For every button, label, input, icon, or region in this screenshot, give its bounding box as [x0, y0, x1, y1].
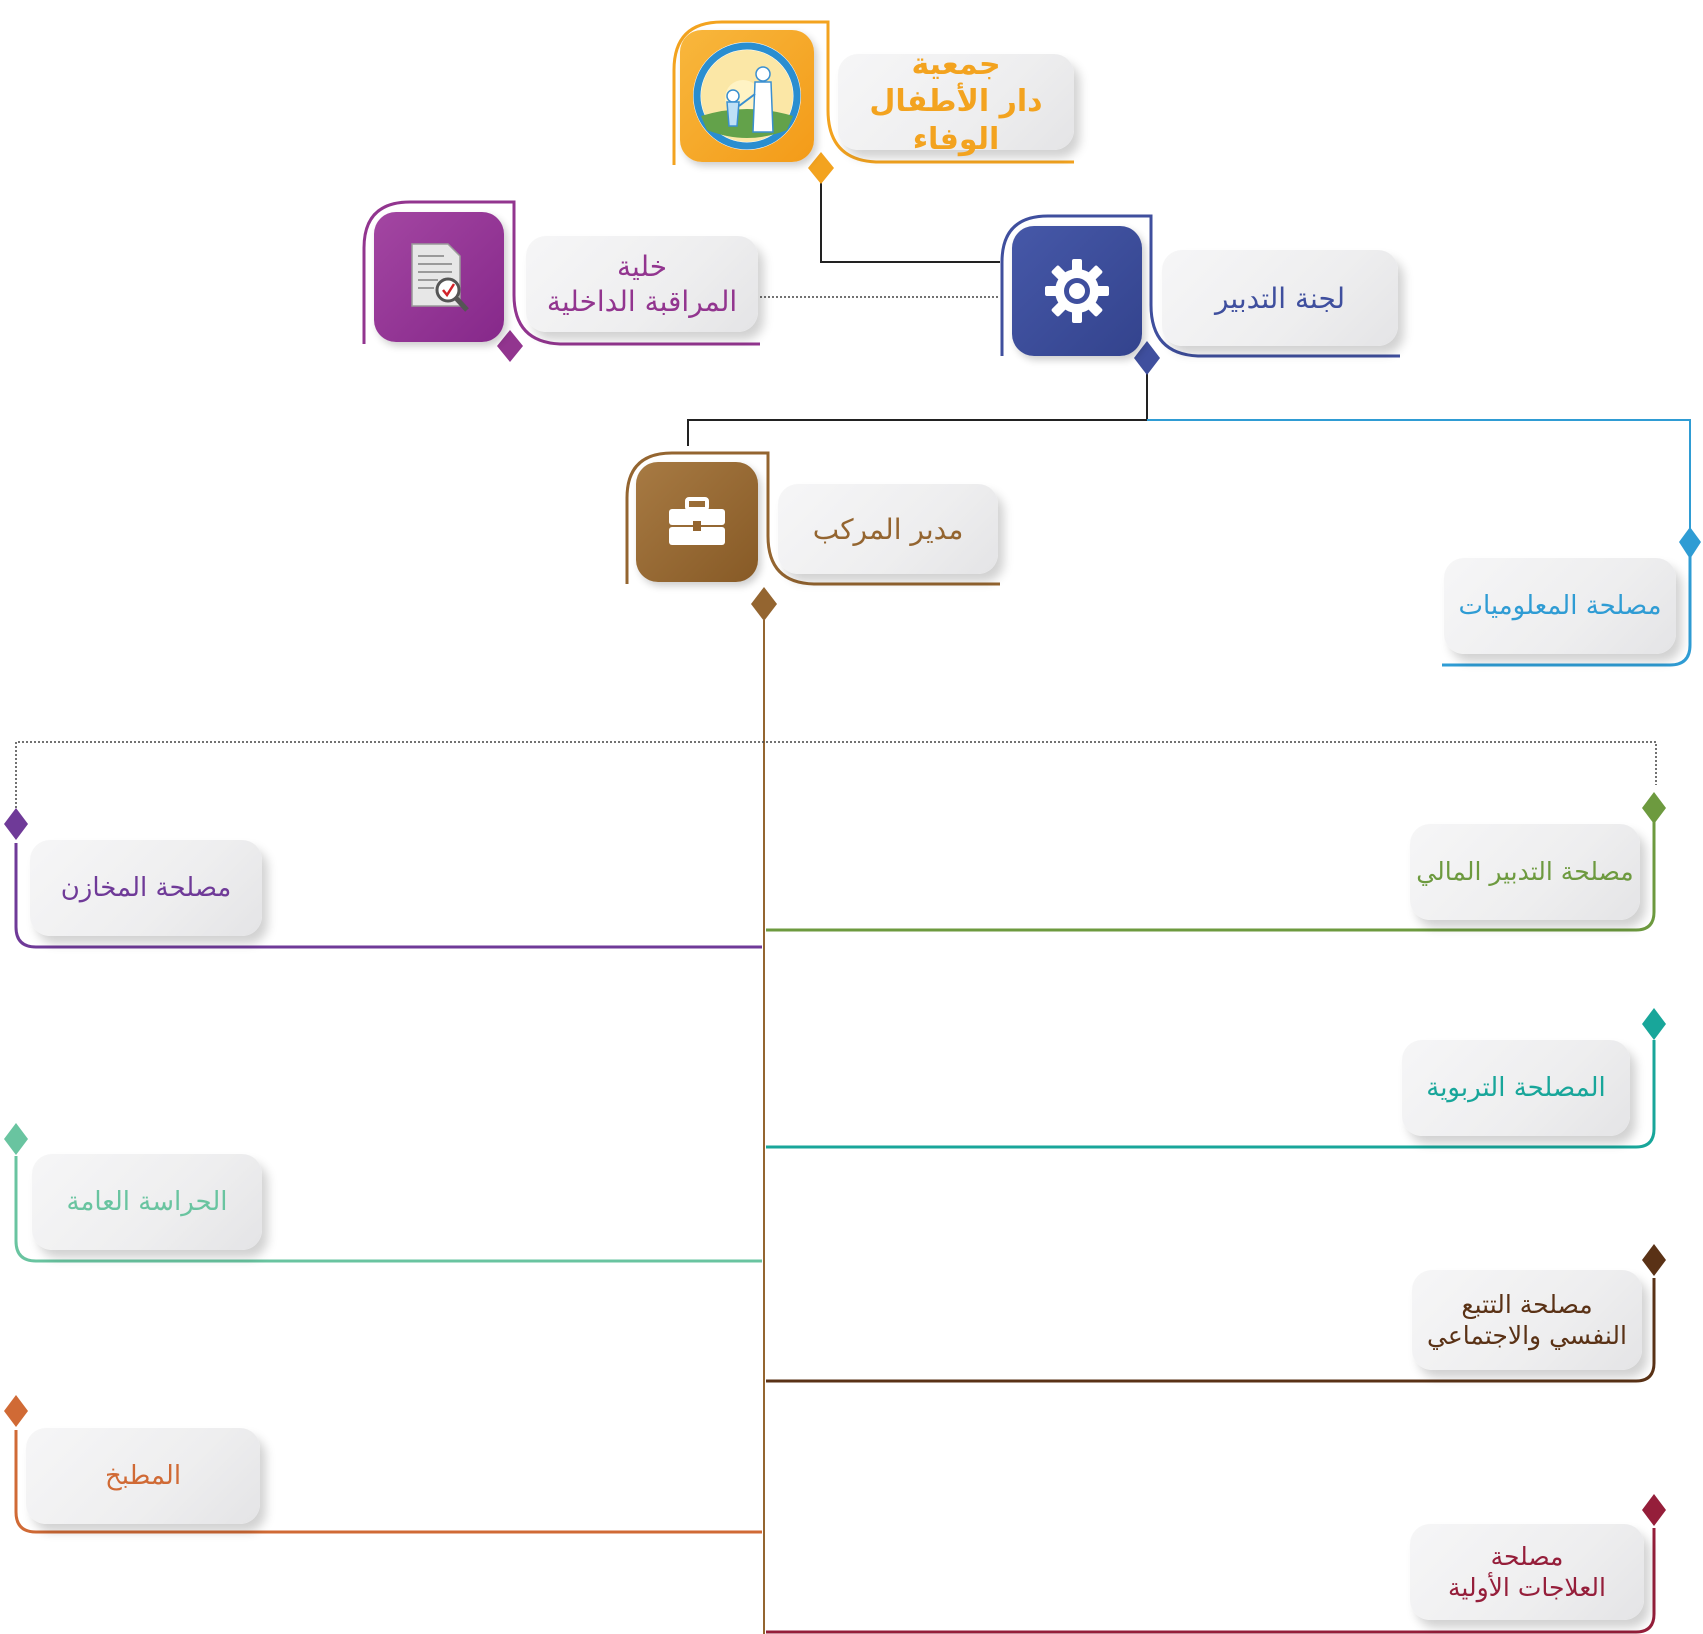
association-frame: [672, 20, 1074, 165]
association-logo-tile: [680, 30, 814, 162]
audit-label: خلية المراقبة الداخلية: [526, 236, 758, 332]
kitchen-line: [14, 1430, 762, 1534]
education-diamond: [1642, 1008, 1666, 1040]
medical-diamond: [1642, 1494, 1666, 1526]
stores-diamond: [4, 808, 28, 840]
education-service-box: المصلحة التربوية: [1402, 1040, 1630, 1136]
board-label: لجنة التدبير: [1162, 250, 1398, 346]
association-title-line1: جمعية: [911, 46, 1001, 82]
info-bracket: [1442, 548, 1692, 667]
kitchen-service-label: المطبخ: [104, 1460, 182, 1491]
logo-icon: [693, 42, 801, 150]
association-title-line2: دار الأطفال الوفاء: [869, 84, 1043, 157]
finance-diamond: [1642, 792, 1666, 824]
association-diamond: [808, 152, 834, 184]
finance-service-box: مصلحة التدبير المالي: [1410, 824, 1640, 920]
info-service-box: مصلحة المعلوميات: [1444, 558, 1676, 654]
director-frame: [625, 451, 1000, 586]
board-info-line: [1147, 419, 1691, 530]
kitchen-service-box: المطبخ: [26, 1428, 260, 1524]
board-frame: [1000, 214, 1400, 358]
services-dotted-line: [15, 741, 1657, 812]
stores-service-label: مصلحة المخازن: [60, 872, 232, 903]
psychosocial-line1: مصلحة التتبع: [1461, 1289, 1593, 1319]
finance-service-label: مصلحة التدبير المالي: [1416, 857, 1634, 887]
education-line: [766, 1040, 1656, 1149]
security-service-label: الحراسة العامة: [66, 1186, 228, 1217]
director-title: مدير المركب: [812, 512, 964, 546]
audit-diamond: [497, 330, 523, 362]
security-diamond: [4, 1123, 28, 1155]
security-line: [14, 1156, 762, 1263]
medical-line1: مصلحة: [1490, 1541, 1564, 1571]
board-icon-tile: [1012, 226, 1142, 356]
medical-line: [766, 1528, 1656, 1634]
kitchen-diamond: [4, 1395, 28, 1427]
stores-line: [14, 843, 762, 949]
security-service-box: الحراسة العامة: [32, 1154, 262, 1250]
education-service-label: المصلحة التربوية: [1426, 1072, 1606, 1103]
finance-line: [766, 822, 1656, 932]
board-diamond: [1134, 341, 1160, 375]
psychosocial-diamond: [1642, 1244, 1666, 1276]
audit-frame: [362, 200, 760, 346]
association-board-line: [820, 168, 1000, 263]
gear-icon: [1045, 259, 1109, 323]
briefcase-icon: [669, 497, 725, 545]
director-diamond: [751, 587, 777, 621]
board-director-line: [687, 365, 1148, 446]
info-diamond: [1679, 527, 1701, 559]
medical-line2: العلاجات الأولية: [1448, 1573, 1606, 1602]
director-icon-tile: [636, 462, 758, 582]
audit-title-line2: المراقبة الداخلية: [546, 285, 738, 318]
psychosocial-line2: النفسي والاجتماعي: [1427, 1321, 1627, 1350]
medical-service-box: مصلحة العلاجات الأولية: [1410, 1524, 1644, 1620]
audit-icon-tile: [374, 212, 504, 342]
audit-title-line1: خلية: [616, 250, 668, 283]
board-title: لجنة التدبير: [1214, 281, 1346, 315]
stores-service-box: مصلحة المخازن: [30, 840, 262, 936]
director-label: مدير المركب: [778, 484, 998, 574]
psychosocial-service-box: مصلحة التتبع النفسي والاجتماعي: [1412, 1270, 1642, 1370]
association-label: جمعية دار الأطفال الوفاء: [838, 47, 1074, 157]
document-search-icon: [411, 243, 469, 312]
psychosocial-line: [766, 1278, 1656, 1383]
info-service-label: مصلحة المعلوميات: [1458, 590, 1662, 621]
